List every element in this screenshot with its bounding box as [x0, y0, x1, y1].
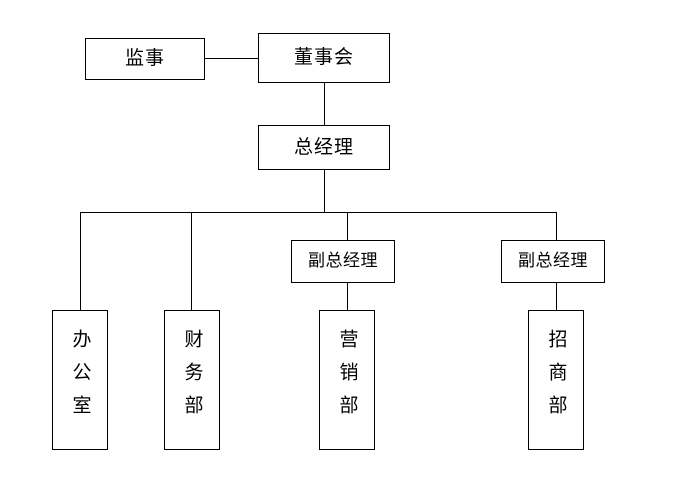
connector-board-to-general-manager [324, 83, 325, 125]
connector-bus-to-finance [191, 212, 192, 310]
node-finance-department-label: 财务部 [181, 329, 204, 428]
node-marketing-department[interactable]: 营销部 [319, 310, 375, 450]
node-general-manager-label: 总经理 [293, 135, 354, 158]
node-deputy-general-manager-left[interactable]: 副总经理 [291, 240, 395, 283]
connector-deputy-gm-left-to-marketing [347, 283, 348, 310]
connector-bus-to-office [80, 212, 81, 310]
distribution-bus [80, 212, 557, 213]
connector-deputy-gm-right-to-investment [556, 283, 557, 310]
node-supervisor[interactable]: 监事 [85, 38, 205, 80]
connector-bus-to-deputy-gm-left [347, 212, 348, 240]
node-deputy-general-manager-right[interactable]: 副总经理 [501, 240, 605, 283]
node-deputy-general-manager-right-label: 副总经理 [518, 250, 588, 271]
node-marketing-department-label: 营销部 [336, 329, 359, 428]
node-general-manager[interactable]: 总经理 [258, 125, 390, 170]
connector-bus-to-deputy-gm-right [556, 212, 557, 240]
node-investment-department[interactable]: 招商部 [528, 310, 584, 450]
node-board-of-directors[interactable]: 董事会 [258, 33, 390, 83]
node-office[interactable]: 办公室 [52, 310, 108, 450]
node-deputy-general-manager-left-label: 副总经理 [308, 250, 378, 271]
connector-supervisor-to-board [205, 58, 258, 59]
node-finance-department[interactable]: 财务部 [164, 310, 220, 450]
node-office-label: 办公室 [69, 329, 92, 428]
node-board-of-directors-label: 董事会 [293, 46, 354, 69]
node-investment-department-label: 招商部 [545, 329, 568, 428]
node-supervisor-label: 监事 [124, 47, 165, 70]
connector-general-manager-to-bus [324, 170, 325, 212]
